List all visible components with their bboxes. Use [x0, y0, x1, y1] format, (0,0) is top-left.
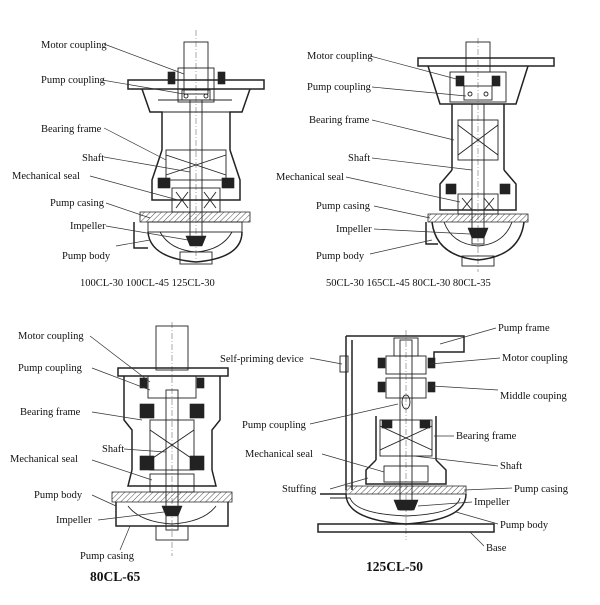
- label-motor-coupling: Motor coupling: [502, 353, 568, 364]
- label-bearing-frame: Bearing frame: [20, 407, 81, 418]
- pump-diagram-bottom-right: [317, 330, 495, 540]
- label-impeller: Impeller: [70, 221, 106, 232]
- label-self-priming-device: Self-priming device: [220, 354, 304, 365]
- label-shaft: Shaft: [348, 153, 370, 164]
- label-bearing-frame: Bearing frame: [456, 431, 517, 442]
- label-middle-couping: Middle couping: [500, 391, 568, 402]
- label-pump-body: Pump body: [316, 251, 365, 262]
- label-shaft: Shaft: [500, 461, 522, 472]
- pump-diagram-top-right: [417, 38, 555, 272]
- label-base: Base: [486, 543, 507, 554]
- label-pump-coupling: Pump coupling: [307, 82, 372, 93]
- label-shaft: Shaft: [82, 153, 104, 164]
- label-pump-coupling: Pump coupling: [242, 420, 307, 431]
- label-pump-casing: Pump casing: [50, 198, 105, 209]
- label-pump-body: Pump body: [62, 251, 111, 262]
- label-bearing-frame: Bearing frame: [41, 124, 102, 135]
- label-pump-casing: Pump casing: [514, 484, 569, 495]
- label-mechanical-seal: Mechanical seal: [12, 171, 80, 182]
- label-pump-casing: Pump casing: [316, 201, 371, 212]
- caption-bottom-right: 125CL-50: [366, 559, 423, 574]
- label-pump-casing: Pump casing: [80, 551, 135, 562]
- label-mechanical-seal: Mechanical seal: [10, 454, 78, 465]
- label-pump-body: Pump body: [500, 520, 549, 531]
- caption-bottom-left: 80CL-65: [90, 569, 140, 584]
- pump-diagram-bottom-left: [111, 322, 233, 556]
- label-impeller: Impeller: [336, 224, 372, 235]
- label-motor-coupling: Motor coupling: [41, 40, 107, 51]
- caption-top-right: 50CL-30 165CL-45 80CL-30 80CL-35: [326, 278, 491, 289]
- label-motor-coupling: Motor coupling: [18, 331, 84, 342]
- label-impeller: Impeller: [56, 515, 92, 526]
- label-mechanical-seal: Mechanical seal: [276, 172, 344, 183]
- pump-diagram-top-left: [127, 30, 265, 265]
- label-motor-coupling: Motor coupling: [307, 51, 373, 62]
- caption-top-left: 100CL-30 100CL-45 125CL-30: [80, 278, 215, 289]
- label-pump-frame: Pump frame: [498, 323, 550, 334]
- label-mechanical-seal: Mechanical seal: [245, 449, 313, 460]
- label-pump-coupling: Pump coupling: [41, 75, 106, 86]
- label-pump-body: Pump body: [34, 490, 83, 501]
- label-bearing-frame: Bearing frame: [309, 115, 370, 126]
- label-pump-coupling: Pump coupling: [18, 363, 83, 374]
- label-shaft: Shaft: [102, 444, 124, 455]
- label-impeller: Impeller: [474, 497, 510, 508]
- label-stuffing: Stuffing: [282, 484, 317, 495]
